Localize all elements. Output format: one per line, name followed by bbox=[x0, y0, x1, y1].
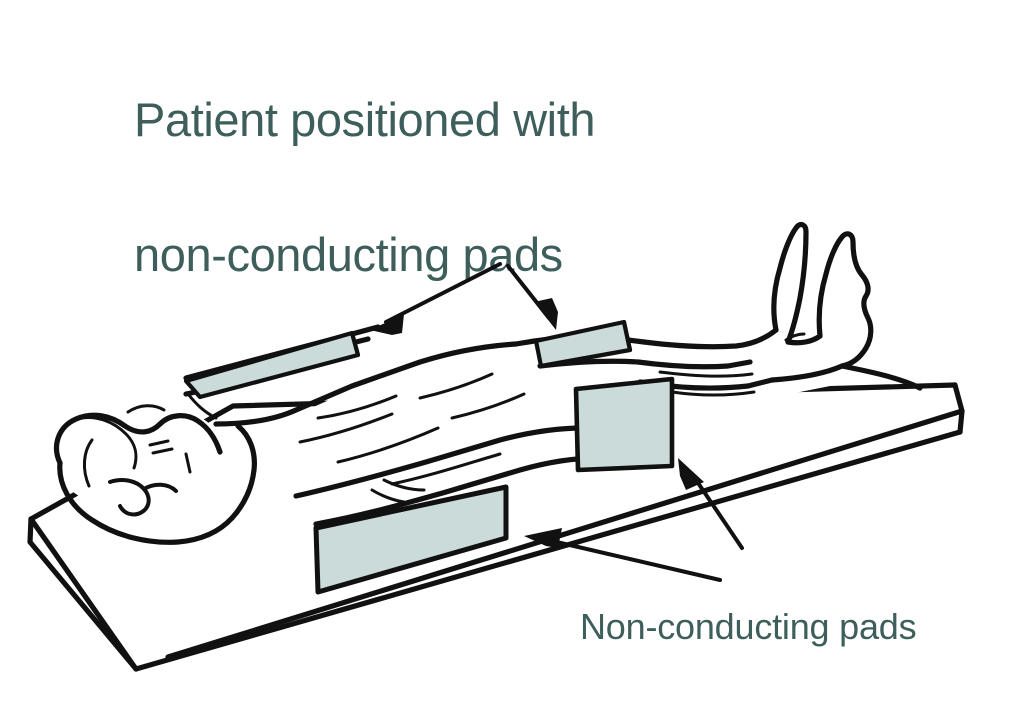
patient-head bbox=[53, 404, 257, 545]
arrow-to-foreground-pad bbox=[524, 528, 722, 582]
caption-non-conducting-pads: Non-conducting pads bbox=[580, 606, 917, 647]
patient-feet bbox=[769, 221, 923, 391]
pad-between-knees bbox=[533, 319, 633, 369]
pad-foreground-torso bbox=[313, 484, 509, 595]
arrow-to-knee-pad bbox=[506, 264, 558, 330]
pad-upright-hand bbox=[573, 376, 675, 473]
arrow-to-upright-pad bbox=[678, 458, 744, 550]
page-title-line-1: Patient positioned with bbox=[134, 92, 596, 146]
pad-upper-arm bbox=[183, 330, 361, 400]
arrow-to-upper-arm-pad bbox=[370, 262, 502, 335]
